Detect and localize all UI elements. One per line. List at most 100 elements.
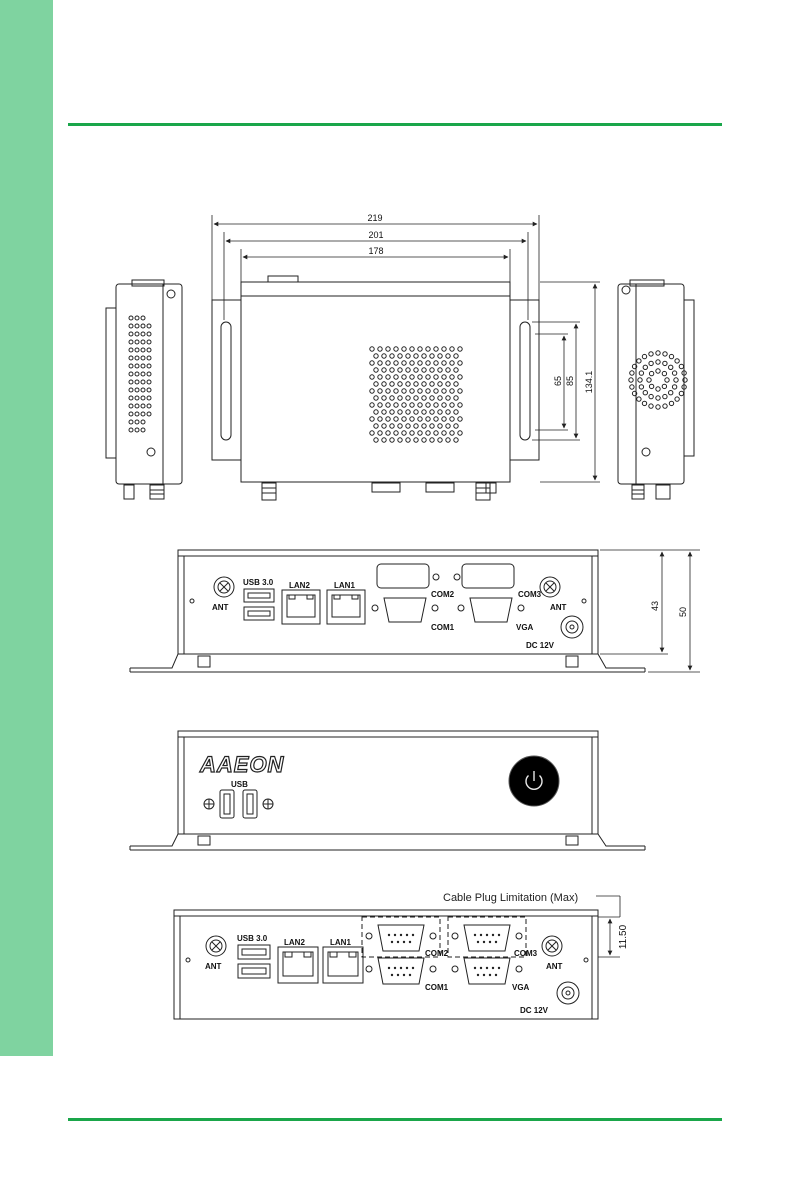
vent-hole (422, 438, 426, 442)
vent-hole (450, 347, 454, 351)
vent-hole (442, 403, 446, 407)
vent-hole (426, 375, 430, 379)
fan-hole (656, 396, 660, 400)
vent-hole (402, 375, 406, 379)
fan-hole (643, 365, 647, 369)
vent-hole (450, 375, 454, 379)
vent-hole (406, 368, 410, 372)
vent-hole (450, 389, 454, 393)
vent-hole (406, 382, 410, 386)
front-view (130, 731, 645, 850)
vent-hole (430, 382, 434, 386)
vent-hole (406, 396, 410, 400)
vent-hole (402, 431, 406, 435)
vent-hole (418, 417, 422, 421)
vent-hole (398, 396, 402, 400)
vent-hole (390, 354, 394, 358)
vent-hole (442, 431, 446, 435)
fan-hole (669, 365, 673, 369)
vent-hole (386, 375, 390, 379)
vent-hole (430, 424, 434, 428)
vent-hole (438, 396, 442, 400)
db9-pin (495, 941, 497, 943)
vent-hole (418, 361, 422, 365)
vent-hole (402, 361, 406, 365)
vent-hole (382, 424, 386, 428)
cable-limit-dimension (596, 896, 620, 957)
vent-hole (370, 347, 374, 351)
vent-hole (450, 403, 454, 407)
label-com1-2: COM1 (425, 983, 449, 992)
vent-hole (406, 354, 410, 358)
dim-43: 43 (650, 601, 660, 611)
vent-hole (430, 354, 434, 358)
vent-hole (414, 424, 418, 428)
vent-hole (446, 424, 450, 428)
fan-hole (669, 391, 673, 395)
dim-219: 219 (367, 213, 382, 223)
fan-hole (643, 391, 647, 395)
db9-pin (406, 967, 408, 969)
vent-hole (458, 431, 462, 435)
label-usb30-2: USB 3.0 (237, 934, 268, 943)
vent-hole (450, 431, 454, 435)
vent-hole (382, 368, 386, 372)
vent-hole (370, 403, 374, 407)
vent-hole (398, 382, 402, 386)
vent-hole (454, 424, 458, 428)
right-side-view (618, 280, 694, 499)
rear-view (130, 550, 645, 672)
vent-hole (410, 403, 414, 407)
fan-hole (642, 401, 646, 405)
fan-hole (663, 394, 667, 398)
vent-hole (390, 396, 394, 400)
fan-hole (642, 354, 646, 358)
vent-hole (382, 410, 386, 414)
vent-hole (414, 354, 418, 358)
fan-hole (672, 385, 676, 389)
fan-hole (656, 405, 660, 409)
vent-hole (458, 389, 462, 393)
vent-hole (458, 375, 462, 379)
vent-hole (378, 347, 382, 351)
vent-hole (458, 417, 462, 421)
vent-hole (418, 389, 422, 393)
vent-hole (382, 382, 386, 386)
db9-pin (403, 941, 405, 943)
vent-hole (414, 368, 418, 372)
vent-hole (394, 431, 398, 435)
vent-hole (390, 368, 394, 372)
vent-hole (398, 368, 402, 372)
vent-hole (398, 424, 402, 428)
vent-hole (410, 361, 414, 365)
db9-pin (483, 974, 485, 976)
fan-hole (637, 397, 641, 401)
fan-hole (663, 404, 667, 408)
fan-hole (630, 371, 634, 375)
vent-hole (446, 382, 450, 386)
db9-pin (489, 974, 491, 976)
fan-hole (649, 404, 653, 408)
vent-hole (386, 361, 390, 365)
vent-hole (374, 438, 378, 442)
vent-hole (434, 375, 438, 379)
vent-hole (446, 438, 450, 442)
db9-pin (409, 941, 411, 943)
db9-pin (477, 941, 479, 943)
vent-hole (414, 410, 418, 414)
vent-hole (382, 354, 386, 358)
vent-hole (454, 410, 458, 414)
vent-hole (458, 403, 462, 407)
vent-hole (434, 417, 438, 421)
vent-hole (394, 375, 398, 379)
vent-hole (438, 410, 442, 414)
dim-11-50: 11.50 (618, 924, 629, 949)
power-button[interactable] (509, 756, 559, 806)
label-lan1: LAN1 (334, 581, 355, 590)
vent-hole (398, 354, 402, 358)
vent-hole (386, 347, 390, 351)
fan-hole (669, 354, 673, 358)
fan-hole (662, 384, 666, 388)
label-lan2: LAN2 (289, 581, 310, 590)
vent-hole (410, 375, 414, 379)
